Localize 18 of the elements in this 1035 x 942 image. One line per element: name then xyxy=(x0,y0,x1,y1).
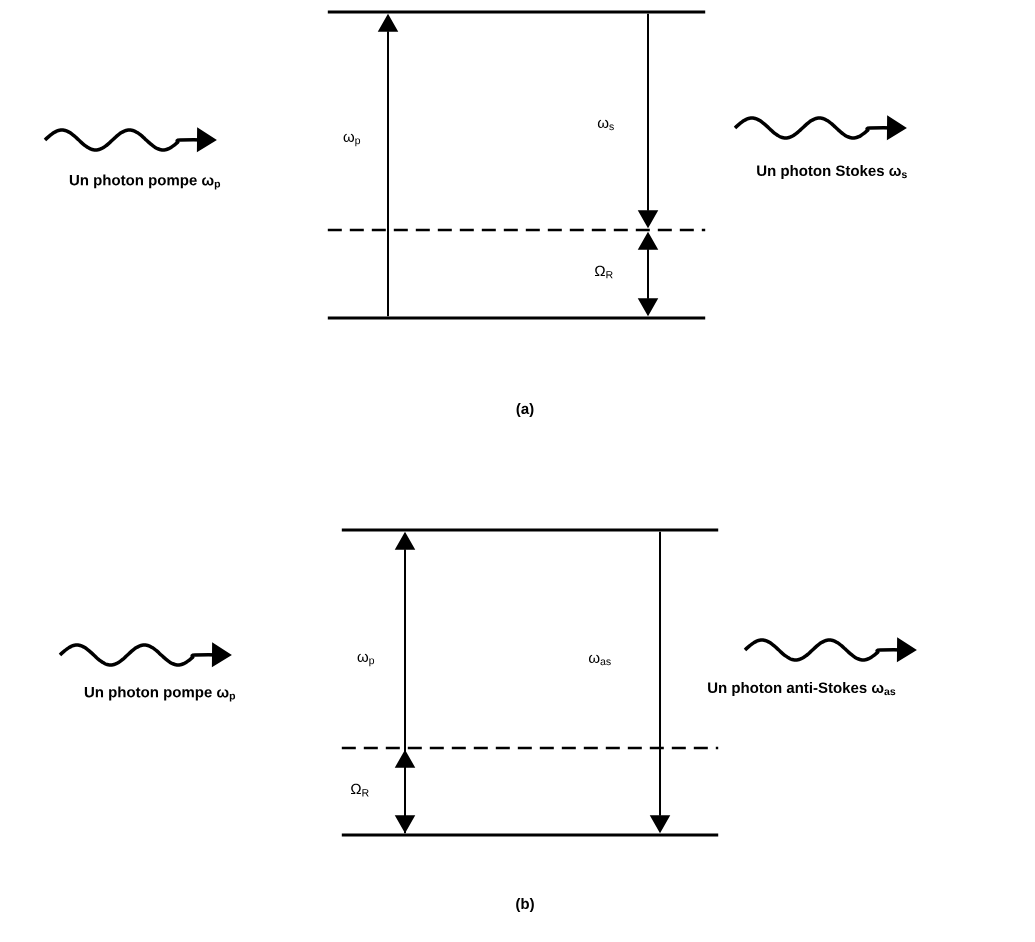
panel-label: (a) xyxy=(516,403,534,417)
energy-level-line xyxy=(341,833,719,837)
edge-label: ω$_{s}$ xyxy=(597,119,614,131)
edge-label: Ω$_{R}$ xyxy=(351,783,369,797)
dashed-level-line xyxy=(327,228,706,232)
photon-caption: Un photon anti-Stokes ω$_{as}$ xyxy=(708,682,896,696)
energy-level-line xyxy=(341,528,719,532)
dashed-level-line xyxy=(341,746,719,750)
edge-label: ω$_{p}$ xyxy=(343,133,361,147)
photon-caption: Un photon pompe ω$_{p}$ xyxy=(69,174,221,190)
photon-caption: Un photon Stokes ω$_{s}$ xyxy=(757,165,907,179)
panel-label: (b) xyxy=(516,898,534,912)
edge-label: ω$_{p}$ xyxy=(357,653,375,667)
photon-caption: Un photon pompe ω$_{p}$ xyxy=(84,686,236,702)
edge-label: ω$_{as}$ xyxy=(588,654,611,666)
edge-label: Ω$_{R}$ xyxy=(595,265,613,279)
energy-level-line xyxy=(327,10,706,14)
energy-level-line xyxy=(327,316,706,320)
